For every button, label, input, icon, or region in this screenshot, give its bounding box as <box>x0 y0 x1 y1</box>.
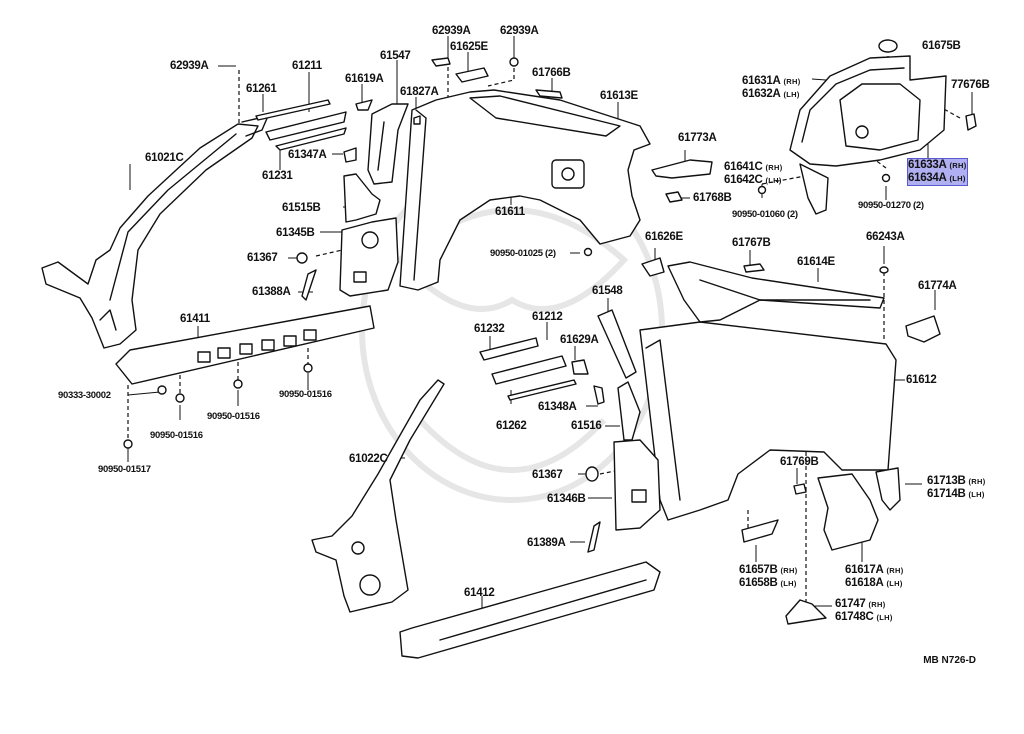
part-label-61769b[interactable]: 61769B <box>780 456 819 468</box>
part-61515b-61345b <box>296 173 399 301</box>
part-label-90950-01270[interactable]: 90950-01270 (2) <box>858 200 924 211</box>
part-label-90950-01516-c[interactable]: 90950-01516 <box>279 389 332 400</box>
part-label-62939a[interactable]: 62939A <box>170 60 209 72</box>
part-roof-rails <box>255 99 373 163</box>
part-label-61346b[interactable]: 61346B <box>547 493 586 505</box>
part-label-61345b[interactable]: 61345B <box>276 227 315 239</box>
part-label-61348a[interactable]: 61348A <box>538 401 577 413</box>
part-label-61766b[interactable]: 61766B <box>532 67 571 79</box>
part-label-61367[interactable]: 61367 <box>247 252 278 264</box>
part-label-61231[interactable]: 61231 <box>262 170 293 182</box>
part-label-90950-01516-b[interactable]: 90950-01516 <box>207 411 260 422</box>
part-label-61022c[interactable]: 61022C <box>349 453 388 465</box>
part-label-61675b[interactable]: 61675B <box>922 40 961 52</box>
part-label-61212[interactable]: 61212 <box>532 311 563 323</box>
part-label-61021c[interactable]: 61021C <box>145 152 184 164</box>
part-label-61626e[interactable]: 61626E <box>645 231 683 243</box>
part-label-61774a[interactable]: 61774A <box>918 280 957 292</box>
part-label-61657b-61658b[interactable]: 61657B(RH)61658B(LH) <box>739 564 798 589</box>
part-label-62939a-2[interactable]: 62939A <box>432 25 471 37</box>
part-label-61631a-61632a[interactable]: 61631A(RH)61632A(LH) <box>742 75 801 100</box>
part-label-61611[interactable]: 61611 <box>495 206 525 218</box>
part-label-61412[interactable]: 61412 <box>464 587 495 599</box>
part-label-61612[interactable]: 61612 <box>906 374 937 386</box>
part-label-61773a[interactable]: 61773A <box>678 132 717 144</box>
part-label-61767b[interactable]: 61767B <box>732 237 771 249</box>
part-61022c-center-pillar <box>311 379 445 613</box>
part-label-61633a-61634a[interactable]: 61633A(RH)61634A(LH) <box>907 158 968 186</box>
part-label-61713b-61714b[interactable]: 61713B(RH)61714B(LH) <box>927 475 986 500</box>
part-label-66243a[interactable]: 66243A <box>866 231 905 243</box>
part-label-61547[interactable]: 61547 <box>380 50 411 62</box>
part-label-90950-01025[interactable]: 90950-01025 (2) <box>490 248 556 259</box>
part-label-90950-01517[interactable]: 90950-01517 <box>98 464 151 475</box>
part-61021c-front-pillar <box>41 115 269 349</box>
part-label-61388a[interactable]: 61388A <box>252 286 291 298</box>
part-label-61411[interactable]: 61411 <box>180 313 210 325</box>
part-label-61262[interactable]: 61262 <box>496 420 527 432</box>
part-61412-sill <box>399 561 661 659</box>
part-label-61548[interactable]: 61548 <box>592 285 623 297</box>
part-rear-brackets <box>741 467 901 625</box>
part-61611-quarter-panel <box>399 57 651 291</box>
part-61411-rocker-panel <box>115 305 375 449</box>
drawing-code: MB N726-D <box>923 655 976 666</box>
part-label-61367-2[interactable]: 61367 <box>532 469 563 481</box>
part-label-90333-30002[interactable]: 90333-30002 <box>58 390 111 401</box>
part-label-61747-61748c[interactable]: 61747(RH)61748C(LH) <box>835 598 893 623</box>
part-label-61211[interactable]: 61211 <box>292 60 322 72</box>
part-label-62939a-3[interactable]: 62939A <box>500 25 539 37</box>
part-label-61515b[interactable]: 61515B <box>282 202 321 214</box>
part-wheelhouse-inner <box>757 39 977 215</box>
part-61612-rear-quarter <box>639 257 941 521</box>
part-label-61641c-61642c[interactable]: 61641C(RH)61642C(LH) <box>724 161 783 186</box>
part-label-61827a[interactable]: 61827A <box>400 86 439 98</box>
part-61773a-61768b <box>583 159 713 257</box>
part-label-90950-01060[interactable]: 90950-01060 (2) <box>732 209 798 220</box>
part-label-61261[interactable]: 61261 <box>246 83 277 95</box>
part-label-61389a[interactable]: 61389A <box>527 537 566 549</box>
part-label-61232[interactable]: 61232 <box>474 323 505 335</box>
part-label-90950-01516-a[interactable]: 90950-01516 <box>150 430 203 441</box>
part-center-rails <box>479 309 637 405</box>
part-label-77676b[interactable]: 77676B <box>951 79 990 91</box>
part-label-61614e[interactable]: 61614E <box>797 256 835 268</box>
part-label-61619a[interactable]: 61619A <box>345 73 384 85</box>
part-label-61516[interactable]: 61516 <box>571 420 602 432</box>
part-61346b-61516 <box>585 381 661 553</box>
part-61547 <box>367 103 409 185</box>
part-label-61613e[interactable]: 61613E <box>600 90 638 102</box>
part-label-61617a-61618a[interactable]: 61617A(RH)61618A(LH) <box>845 564 904 589</box>
part-label-61768b[interactable]: 61768B <box>693 192 732 204</box>
part-label-61629a[interactable]: 61629A <box>560 334 599 346</box>
part-label-61625e[interactable]: 61625E <box>450 41 488 53</box>
part-label-61347a[interactable]: 61347A <box>288 149 327 161</box>
